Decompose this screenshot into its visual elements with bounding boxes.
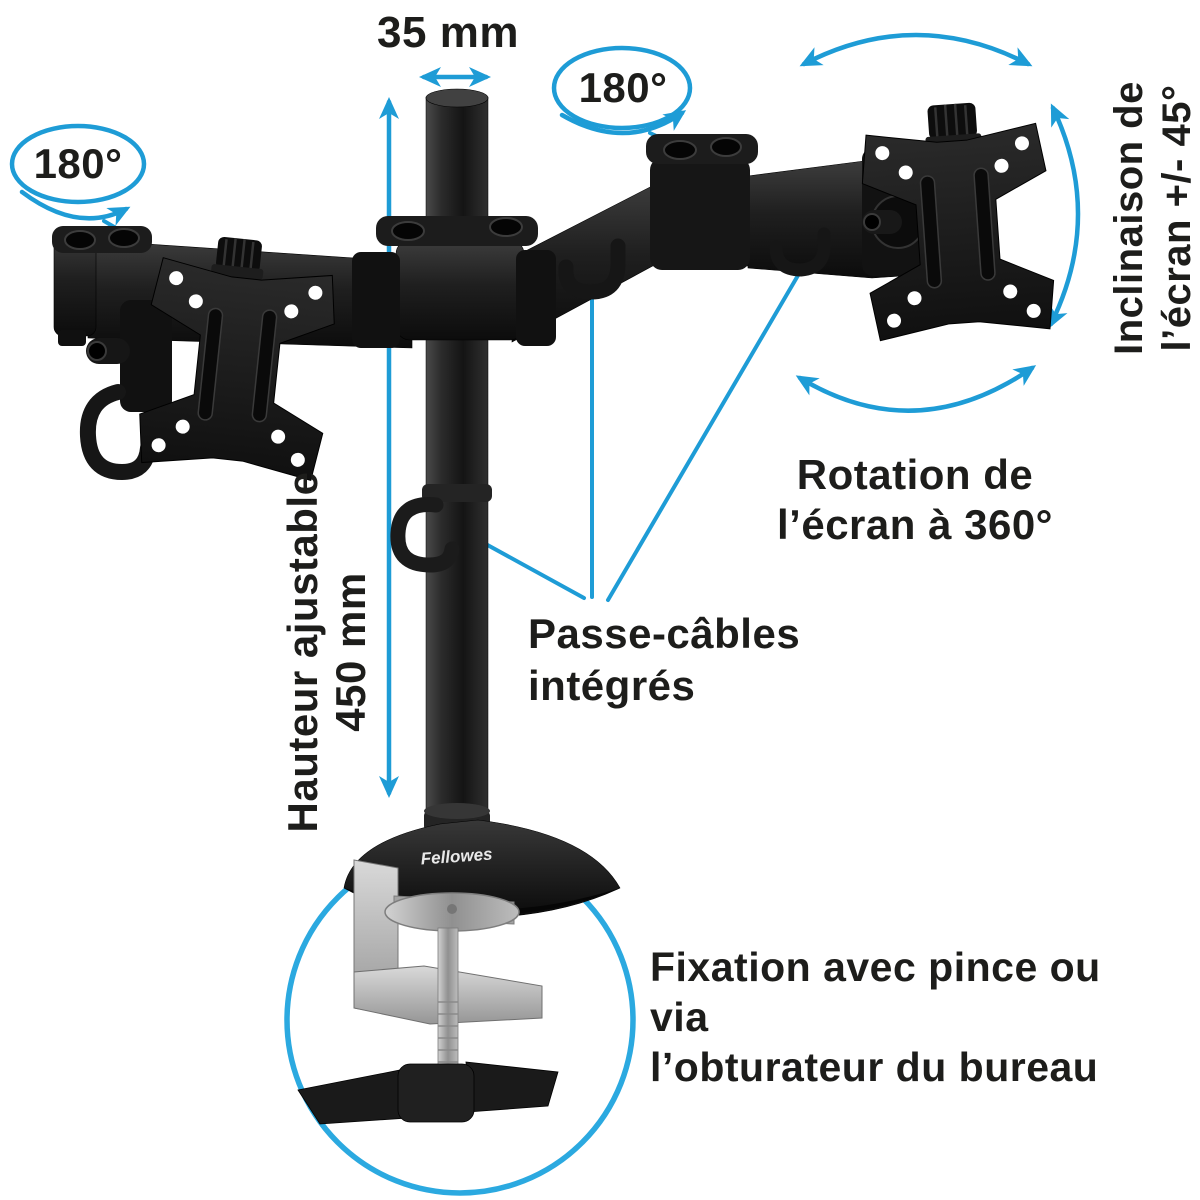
pole [352, 88, 556, 836]
rotation-arc-icon [795, 365, 1037, 413]
vesa-plate-left [139, 236, 335, 481]
clamp-screw-rod [437, 927, 459, 1085]
swivel-right-label: 180° [578, 64, 668, 111]
tilt-arc-icon [1048, 103, 1081, 329]
clamp-handle [297, 1061, 559, 1125]
pole-cable-clip-icon [390, 497, 460, 573]
tilt-label-line1: Inclinaison de [1107, 81, 1151, 355]
mounting-label: Fixation avec pince ou via l’obturateur … [650, 942, 1130, 1092]
cable-hook-icon [79, 384, 156, 481]
vesa-knob-icon [211, 236, 264, 280]
cable-label-line2: intégrés [528, 662, 696, 709]
rotation-label-line2: l’écran à 360° [777, 501, 1053, 548]
pole-collar [395, 239, 525, 341]
cable-label-line1: Passe-câbles [528, 610, 801, 657]
desk-clamp: Fellowes [297, 803, 621, 1125]
vesa-plate-right [861, 102, 1055, 342]
right-arm [511, 134, 934, 343]
mounting-label-line2: l’obturateur du bureau [650, 1044, 1099, 1090]
height-label-line2: 450 mm [327, 572, 374, 732]
brand-logo: Fellowes [420, 845, 493, 869]
tilt-label: Inclinaison de l’écran +/- 45° [1105, 63, 1200, 373]
pole-width-label: 35 mm [377, 8, 519, 57]
cable-hook-icon [769, 227, 831, 277]
cable-hook-icon [558, 238, 626, 300]
tilt-label-line2: l’écran +/- 45° [1155, 84, 1199, 352]
rotation-label: Rotation de l’écran à 360° [762, 450, 1068, 550]
height-label: Hauteur ajustable 450 mm [279, 462, 375, 842]
rotation-label-line1: Rotation de [796, 451, 1034, 498]
arm-swing-arc-icon [799, 32, 1033, 67]
swivel-left-label: 180° [33, 140, 123, 187]
cable-management-label: Passe-câbles intégrés [528, 608, 848, 712]
mounting-label-line1: Fixation avec pince ou via [650, 944, 1101, 1040]
height-label-line1: Hauteur ajustable [279, 471, 326, 833]
